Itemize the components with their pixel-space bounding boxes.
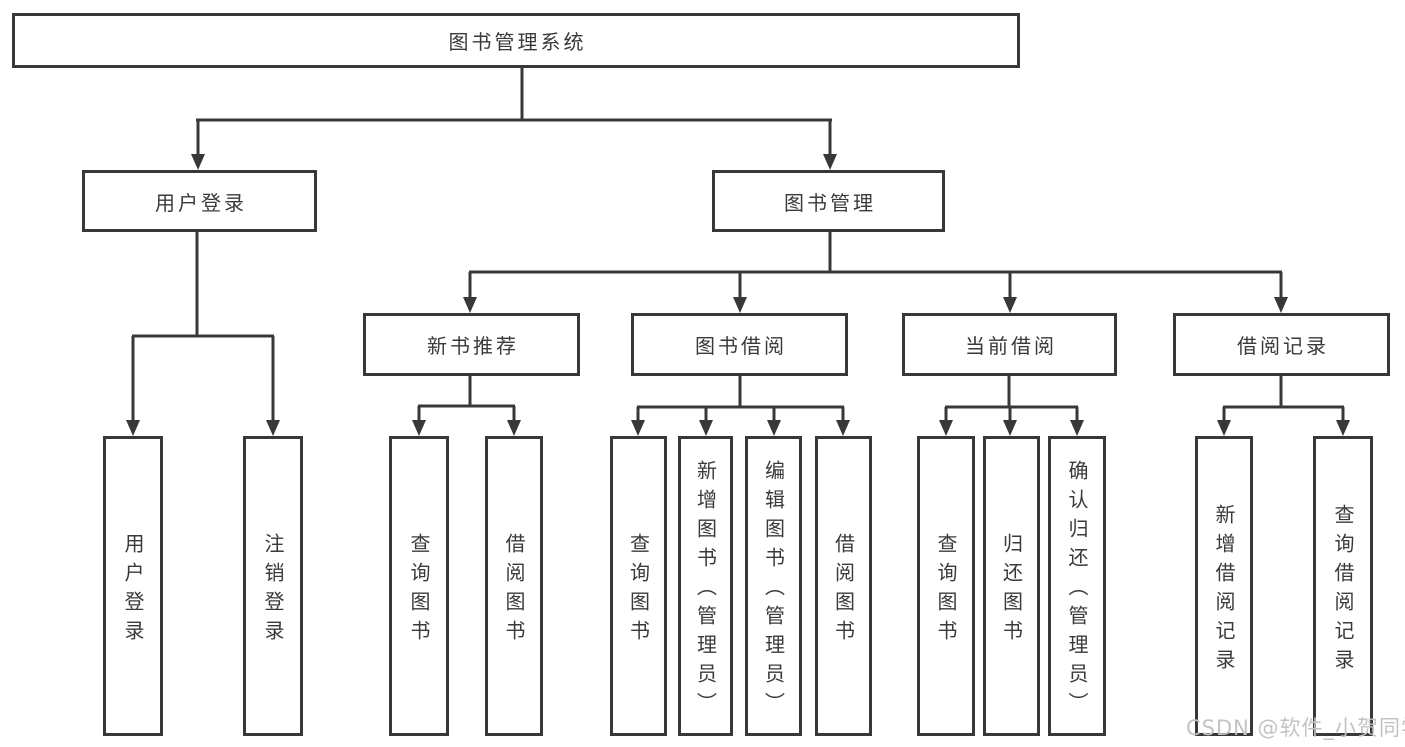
node-library-management-system: 图书管理系统 — [12, 13, 1020, 68]
node-book-management: 图书管理 — [712, 170, 945, 232]
leaf-user-login: 用户登录 — [103, 436, 163, 736]
node-user-login: 用户登录 — [82, 170, 317, 232]
leaf-label: 借阅图书 — [502, 532, 526, 649]
leaf-label: 归还图书 — [999, 532, 1024, 649]
leaf-add-book-admin: 新增图书（管理员） — [678, 436, 733, 736]
leaf-query-books-borrowing: 查询图书 — [610, 436, 667, 736]
leaf-borrow-books-recommend: 借阅图书 — [485, 436, 543, 736]
node-label: 借阅记录 — [1237, 334, 1329, 358]
node-borrowing-records: 借阅记录 — [1173, 313, 1390, 376]
node-label: 新书推荐 — [427, 334, 519, 358]
leaf-label: 用户登录 — [121, 532, 145, 649]
leaf-label: 注销登录 — [261, 532, 285, 649]
leaf-return-books: 归还图书 — [983, 436, 1040, 736]
leaf-label: 新增借阅记录 — [1212, 503, 1236, 678]
leaf-query-borrow-record: 查询借阅记录 — [1313, 436, 1373, 736]
node-new-book-recommend: 新书推荐 — [363, 313, 580, 376]
node-current-borrowing: 当前借阅 — [902, 313, 1117, 376]
node-label: 用户登录 — [155, 190, 247, 215]
watermark: CSDN @软件_小贺同学 — [1186, 716, 1405, 740]
leaf-edit-book-admin: 编辑图书（管理员） — [745, 436, 802, 736]
leaf-label: 查询图书 — [407, 532, 431, 649]
node-label: 图书管理系统 — [448, 30, 587, 54]
leaf-confirm-return-admin: 确认归还（管理员） — [1048, 436, 1106, 736]
leaf-label: 确认归还（管理员） — [1065, 460, 1089, 721]
leaf-label: 编辑图书（管理员） — [761, 460, 786, 721]
arrowheads — [126, 154, 1350, 436]
leaf-label: 借阅图书 — [831, 532, 856, 649]
leaf-borrow-books: 借阅图书 — [815, 436, 872, 736]
node-book-borrowing: 图书借阅 — [631, 313, 848, 376]
leaf-label: 查询图书 — [626, 532, 651, 649]
node-label: 图书借阅 — [695, 334, 787, 358]
leaf-label: 新增图书（管理员） — [693, 460, 718, 721]
node-label: 当前借阅 — [965, 334, 1057, 358]
leaf-query-books-recommend: 查询图书 — [389, 436, 449, 736]
leaf-add-borrow-record: 新增借阅记录 — [1195, 436, 1253, 736]
leaf-label: 查询图书 — [934, 532, 958, 649]
node-label: 图书管理 — [784, 190, 876, 215]
tree-edges — [131, 68, 1345, 422]
leaf-label: 查询借阅记录 — [1331, 503, 1355, 678]
leaf-logout: 注销登录 — [243, 436, 303, 736]
leaf-query-books-current: 查询图书 — [917, 436, 975, 736]
